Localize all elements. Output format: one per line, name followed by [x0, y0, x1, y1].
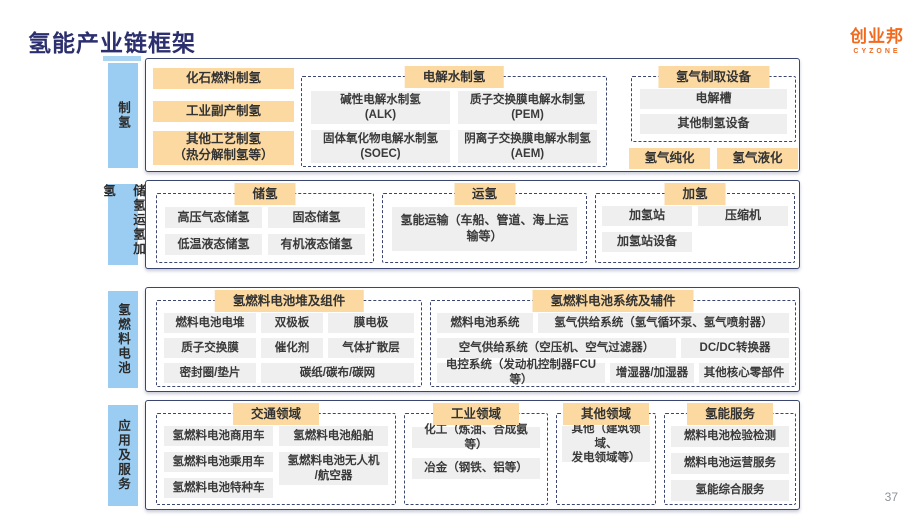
box-bipolar-plate: 双极板: [261, 313, 323, 333]
row-label-fuel-cell: 氢燃料电池: [108, 291, 138, 388]
box-other-process-hydrogen: 其他工艺制氢 （热分解制氢等）: [153, 131, 294, 165]
box-organic-liquid-storage: 有机液态储氢: [268, 234, 365, 255]
box-fc-inspection-testing: 燃料电池检验检测: [671, 426, 789, 447]
box-solid-state-storage: 固态储氢: [268, 207, 365, 228]
group-water-electrolysis: 电解水制氢 碱性电解水制氢 (ALK) 质子交换膜电解水制氢 (PEM) 固体氧…: [301, 66, 607, 167]
panel-applications-services: 交通领域 氢燃料电池商用车 氢燃料电池乘用车 氢燃料电池特种车 氢燃料电池船舶 …: [145, 400, 800, 510]
row-label-hydrogen-production: 制氢: [108, 63, 138, 168]
brand-logo: 创业邦 CYZONE: [850, 22, 904, 55]
group-hydrogen-services: 氢能服务 燃料电池检验检测 燃料电池运营服务 氢能综合服务: [664, 403, 796, 507]
box-other-core-components: 其他核心零部件: [699, 363, 789, 383]
row-label-storage-transport-refueling: 储氢运氢加氢: [101, 184, 145, 265]
group-header-water-electrolysis: 电解水制氢: [404, 66, 504, 88]
post-processing-boxes: 氢气纯化 氢气液化: [629, 148, 798, 169]
group-industrial-field: 工业领域 化工（炼油、合成氨等） 冶金（钢铁、铝等）: [404, 403, 548, 505]
box-fossil-fuel-hydrogen: 化石燃料制氢: [153, 68, 294, 89]
industrial-list: 化工（炼油、合成氨等） 冶金（钢铁、铝等）: [405, 414, 547, 485]
panel-fuel-cell: 氢燃料电池堆及组件 燃料电池电堆 双极板 膜电极 质子交换膜 催化剂 气体扩散层…: [145, 287, 800, 392]
box-seal-gasket: 密封圈/垫片: [164, 363, 256, 383]
title-accent-bar: [103, 56, 141, 61]
box-pem-electrolysis: 质子交换膜电解水制氢 (PEM): [458, 91, 597, 124]
production-method-list: 化石燃料制氢 工业副产制氢 其他工艺制氢 （热分解制氢等）: [153, 68, 294, 165]
group-header-transportation-field: 交通领域: [232, 403, 320, 425]
box-catalyst: 催化剂: [261, 338, 323, 358]
box-compressor: 压缩机: [698, 206, 788, 226]
box-membrane-electrode: 膜电极: [328, 313, 414, 333]
panel-hydrogen-production: 化石燃料制氢 工业副产制氢 其他工艺制氢 （热分解制氢等） 电解水制氢 碱性电解…: [145, 58, 800, 172]
group-fuel-cell-system: 氢燃料电池系统及辅件 燃料电池系统 氢气供给系统（氢气循环泵、氢气喷射器） 空气…: [430, 290, 796, 389]
system-row: 燃料电池系统 氢气供给系统（氢气循环泵、氢气喷射器）: [437, 313, 789, 333]
storage-grid: 高压气态储氢 固态储氢 低温液态储氢 有机液态储氢: [157, 194, 373, 261]
box-humidifier: 增湿器/加湿器: [610, 363, 694, 383]
page-number: 37: [884, 490, 898, 504]
group-header-system: 氢燃料电池系统及辅件: [532, 290, 694, 312]
group-transportation-field: 交通领域 氢燃料电池商用车 氢燃料电池乘用车 氢燃料电池特种车 氢燃料电池船舶 …: [156, 403, 396, 505]
transportation-col-vehicles: 氢燃料电池商用车 氢燃料电池乘用车 氢燃料电池特种车: [164, 426, 273, 498]
group-hydrogen-storage: 储氢 高压气态储氢 固态储氢 低温液态储氢 有机液态储氢: [156, 183, 374, 263]
box-hydrogen-liquefaction: 氢气液化: [717, 148, 798, 169]
box-electronic-control-system: 电控系统（发动机控制器FCU等）: [437, 359, 605, 386]
group-hydrogen-production-equipment: 氢气制取设备 电解槽 其他制氢设备: [631, 66, 796, 142]
box-cryogenic-liquid-storage: 低温液态储氢: [165, 234, 262, 255]
box-electrolyzer: 电解槽: [640, 89, 787, 109]
panel-storage-transport-refueling: 储氢 高压气态储氢 固态储氢 低温液态储氢 有机液态储氢 运氢 氢能运输（车船、…: [145, 180, 800, 269]
box-aem-electrolysis: 阴离子交换膜电解水制氢 (AEM): [458, 130, 597, 163]
box-refueling-station: 加氢站: [602, 206, 692, 226]
box-fc-passenger-vehicle: 氢燃料电池乘用车: [164, 452, 273, 472]
group-header-stack: 氢燃料电池堆及组件: [214, 290, 364, 312]
box-hydrogen-transportation: 氢能运输（车船、管道、海上运 输等）: [392, 207, 577, 251]
box-fc-special-vehicle: 氢燃料电池特种车: [164, 478, 273, 498]
group-header-production-equipment: 氢气制取设备: [657, 66, 770, 88]
system-grid: 燃料电池系统 氢气供给系统（氢气循环泵、氢气喷射器） 空气供给系统（空压机、空气…: [431, 301, 795, 389]
group-header-storage: 储氢: [234, 183, 296, 205]
system-row: 电控系统（发动机控制器FCU等） 增湿器/加湿器 其他核心零部件: [437, 359, 789, 386]
box-industrial-byproduct-hydrogen: 工业副产制氢: [153, 101, 294, 122]
box-other-applications: 其他（建筑领域、 发电领域等）: [562, 423, 650, 464]
services-list: 燃料电池检验检测 燃料电池运营服务 氢能综合服务: [665, 414, 795, 507]
box-dcdc-converter: DC/DC转换器: [681, 338, 789, 358]
box-alkaline-electrolysis: 碱性电解水制氢 (ALK): [311, 91, 450, 124]
row-label-applications-services: 应用及服务: [108, 405, 138, 506]
box-fc-ship: 氢燃料电池船舶: [279, 426, 388, 446]
group-hydrogen-transport: 运氢 氢能运输（车船、管道、海上运 输等）: [382, 183, 587, 263]
group-header-other-field: 其他领域: [562, 403, 650, 425]
transportation-col-marine-air: 氢燃料电池船舶 氢燃料电池无人机 /航空器: [279, 426, 388, 498]
brand-logo-tagline: CYZONE: [853, 48, 901, 55]
stack-grid: 燃料电池电堆 双极板 膜电极 质子交换膜 催化剂 气体扩散层 密封圈/垫片 碳纸…: [157, 301, 421, 389]
group-header-industrial-field: 工业领域: [432, 403, 520, 425]
equipment-list: 电解槽 其他制氢设备: [632, 77, 795, 140]
group-fuel-cell-stack: 氢燃料电池堆及组件 燃料电池电堆 双极板 膜电极 质子交换膜 催化剂 气体扩散层…: [156, 290, 422, 389]
group-hydrogen-refueling: 加氢 加氢站 压缩机 加氢站设备: [595, 183, 795, 263]
box-hydrogen-supply-system: 氢气供给系统（氢气循环泵、氢气喷射器）: [538, 313, 789, 333]
box-fc-operation-service: 燃料电池运营服务: [671, 453, 789, 474]
box-fc-drone-aircraft: 氢燃料电池无人机 /航空器: [279, 452, 388, 485]
group-other-field: 其他领域 其他（建筑领域、 发电领域等）: [556, 403, 656, 505]
box-gas-diffusion-layer: 气体扩散层: [328, 338, 414, 358]
box-fc-commercial-vehicle: 氢燃料电池商用车: [164, 426, 273, 446]
page-title: 氢能产业链框架: [28, 30, 196, 56]
box-metallurgy: 冶金（钢铁、铝等）: [412, 458, 540, 479]
box-carbon-paper-cloth-mesh: 碳纸/碳布/碳网: [261, 363, 414, 383]
box-hydrogen-integrated-service: 氢能综合服务: [671, 480, 789, 501]
box-air-supply-system: 空气供给系统（空压机、空气过滤器）: [437, 338, 676, 358]
electrolysis-grid: 碱性电解水制氢 (ALK) 质子交换膜电解水制氢 (PEM) 固体氧化物电解水制…: [302, 77, 606, 171]
brand-logo-text: 创业邦: [850, 27, 904, 46]
transportation-grid: 氢燃料电池商用车 氢燃料电池乘用车 氢燃料电池特种车 氢燃料电池船舶 氢燃料电池…: [157, 414, 395, 504]
group-header-transport: 运氢: [453, 183, 516, 205]
group-header-hydrogen-services: 氢能服务: [686, 403, 774, 425]
box-fuel-cell-system: 燃料电池系统: [437, 313, 533, 333]
system-row: 空气供给系统（空压机、空气过滤器） DC/DC转换器: [437, 338, 789, 358]
box-hydrogen-purification: 氢气纯化: [629, 148, 710, 169]
refueling-grid: 加氢站 压缩机 加氢站设备: [596, 194, 794, 258]
box-soec-electrolysis: 固体氧化物电解水制氢 (SOEC): [311, 130, 450, 163]
box-chemical-industry: 化工（炼油、合成氨等）: [412, 424, 540, 451]
other-field-list: 其他（建筑领域、 发电领域等）: [557, 414, 655, 468]
box-fuel-cell-stack: 燃料电池电堆: [164, 313, 256, 333]
box-other-production-equipment: 其他制氢设备: [640, 114, 787, 134]
box-high-pressure-gas-storage: 高压气态储氢: [165, 207, 262, 228]
box-refueling-station-equipment: 加氢站设备: [602, 232, 692, 252]
group-header-refueling: 加氢: [664, 183, 726, 205]
box-proton-exchange-membrane: 质子交换膜: [164, 338, 256, 358]
